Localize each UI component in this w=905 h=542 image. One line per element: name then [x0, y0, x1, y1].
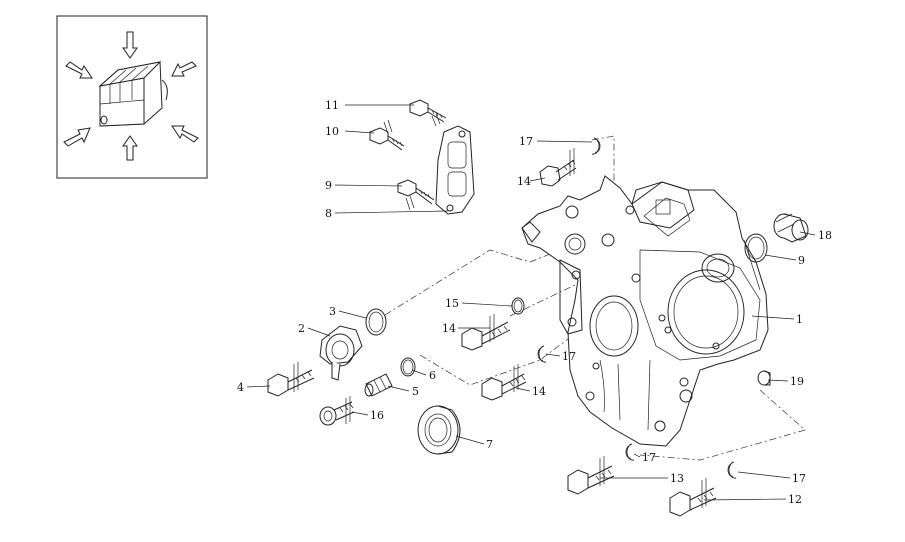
callout-11: 11	[325, 99, 339, 112]
callout-6: 6	[429, 369, 436, 382]
callout-9-ring: 9	[798, 254, 805, 267]
callout-2: 2	[298, 322, 305, 335]
bolt-13	[567, 456, 615, 495]
callout-17-lower-right: 17	[792, 472, 806, 485]
callout-14-top: 14	[517, 175, 531, 188]
callout-17-lower-left: 17	[642, 451, 656, 464]
o-ring-6	[400, 357, 416, 377]
circlip-17-middle	[537, 345, 547, 363]
orientation-inset	[56, 15, 208, 179]
inset-arrow-top	[122, 31, 138, 59]
callout-14-middle: 14	[442, 322, 456, 335]
pin-5	[364, 373, 393, 397]
oil-seal-7	[417, 405, 461, 455]
callout-18: 18	[818, 229, 832, 242]
callout-12: 12	[788, 493, 802, 506]
circlip-17-lower-left	[625, 443, 635, 461]
callout-14-lower: 14	[532, 385, 546, 398]
callout-labels: 11 10 9 8 17 14 18 9 1 19 3 2 4 6 5 16 7…	[237, 99, 832, 506]
callout-3: 3	[329, 305, 336, 318]
bolt-16	[319, 396, 355, 426]
callout-19: 19	[790, 375, 804, 388]
leader-lines	[246, 104, 816, 501]
callout-4: 4	[237, 381, 244, 394]
bolt-9-flange	[397, 179, 435, 211]
callout-16: 16	[370, 409, 384, 422]
circlip-17-top	[591, 137, 601, 155]
bolt-14-top	[539, 148, 577, 187]
callout-10: 10	[325, 125, 339, 138]
gear-case-cover	[521, 175, 769, 447]
o-ring-15	[511, 297, 525, 315]
callout-7: 7	[486, 438, 493, 451]
callout-13: 13	[670, 472, 684, 485]
bolt-4	[267, 362, 315, 397]
bolt-11	[409, 99, 447, 127]
callout-17-middle: 17	[562, 350, 576, 363]
plug-19	[757, 370, 771, 386]
inset-arrow-bottom-left	[63, 127, 91, 147]
callout-8: 8	[325, 207, 332, 220]
bolt-14-middle	[461, 314, 511, 351]
o-ring-3	[365, 308, 387, 336]
callout-17-top: 17	[519, 135, 533, 148]
oil-filler-plug-18	[773, 213, 809, 243]
inset-arrow-bottom	[122, 135, 138, 161]
thermostat-flange-plate	[435, 125, 475, 215]
o-ring-9	[744, 233, 768, 263]
callout-1: 1	[796, 313, 803, 326]
callout-5: 5	[412, 385, 419, 398]
circlip-17-lower-right	[727, 461, 737, 479]
bolt-12	[669, 478, 717, 517]
inset-arrow-top-left	[65, 61, 93, 79]
bolt-14-lower	[481, 364, 527, 401]
inset-arrow-top-right	[171, 61, 197, 77]
callout-15: 15	[445, 297, 459, 310]
bolt-10	[369, 119, 405, 151]
inset-frame	[56, 15, 208, 179]
callout-9-flange: 9	[325, 179, 332, 192]
assembly-center-lines	[384, 135, 806, 461]
inset-engine-block	[98, 61, 168, 127]
housing-2	[319, 325, 363, 381]
inset-arrow-bottom-right	[171, 125, 199, 143]
